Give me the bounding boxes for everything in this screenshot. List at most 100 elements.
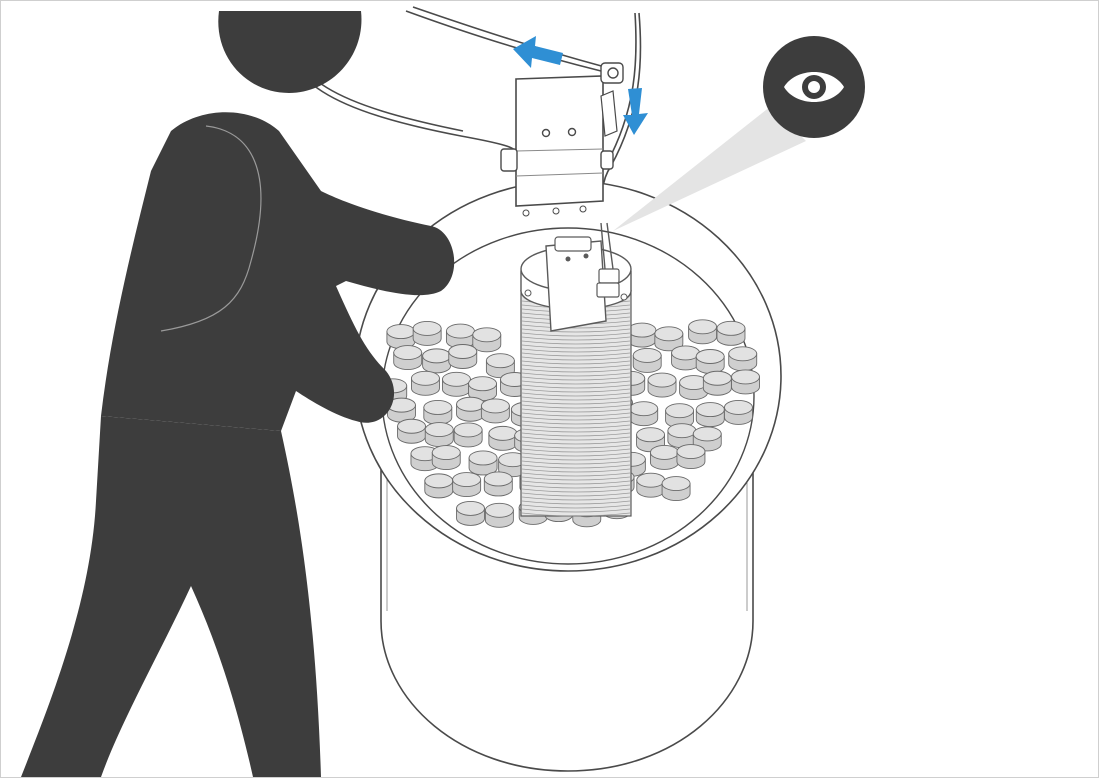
salt-tablet	[695, 349, 725, 374]
well-rib	[521, 452, 631, 457]
well-rib	[521, 404, 631, 409]
well-rib	[521, 444, 631, 449]
well-rib	[521, 392, 631, 397]
salt-tablet	[671, 345, 701, 371]
salt-tablet	[452, 472, 482, 497]
well-rib	[521, 512, 631, 517]
well-rib	[521, 364, 631, 369]
salt-tablet	[448, 344, 478, 369]
well-rib	[521, 400, 631, 405]
well-rib	[521, 432, 631, 437]
well-rib	[521, 492, 631, 497]
salt-tablet	[424, 473, 454, 499]
salt-tablet	[647, 372, 677, 398]
control-valve	[500, 62, 624, 217]
salt-tablet	[386, 324, 416, 350]
well-rib	[521, 380, 631, 385]
well-rib	[521, 508, 631, 513]
well-rib	[521, 504, 631, 509]
well-rib	[521, 408, 631, 413]
well-rib	[521, 488, 631, 493]
salt-tablet	[665, 403, 695, 429]
salt-tablet	[731, 369, 760, 395]
salt-tablet	[422, 348, 452, 374]
salt-tablet	[679, 375, 709, 400]
well-rib	[521, 500, 631, 505]
person-arm-outline	[160, 125, 262, 332]
brine-well	[520, 222, 632, 517]
well-rib	[521, 480, 631, 485]
well-rib	[521, 456, 631, 461]
well-rib	[521, 352, 631, 357]
salt-tablet	[456, 500, 485, 526]
salt-tablet	[483, 471, 513, 497]
person-torso	[101, 112, 455, 431]
salt-tablet	[661, 476, 691, 501]
well-rib	[521, 468, 631, 473]
salt-tablet	[445, 323, 475, 349]
well-rib	[521, 344, 631, 349]
salt-tablet	[692, 426, 722, 452]
flow-arrow-left	[513, 36, 563, 68]
salt-tablet	[629, 401, 659, 427]
salt-tablet	[688, 319, 718, 345]
well-rib	[521, 460, 631, 465]
salt-tablet	[393, 345, 423, 370]
salt-tablet	[411, 370, 440, 396]
salt-tablet	[627, 322, 657, 348]
salt-tablet	[442, 371, 471, 397]
person-head	[218, 11, 362, 93]
well-rib	[521, 396, 631, 401]
well-rib	[521, 436, 631, 441]
well-rib	[521, 448, 631, 453]
salt-tablet	[695, 402, 725, 428]
flow-arrow-down	[623, 88, 648, 135]
salt-tablet	[632, 347, 662, 373]
salt-tablet	[636, 472, 666, 498]
person-legs	[21, 416, 321, 777]
well-rib	[521, 428, 631, 433]
callout-beam	[613, 106, 806, 231]
salt-tablet	[468, 450, 498, 476]
well-rib	[521, 476, 631, 481]
salt-tablet	[716, 320, 746, 346]
flow-arrows	[513, 36, 648, 135]
person-figure	[21, 11, 455, 777]
well-rib	[521, 384, 631, 389]
well-rib	[521, 496, 631, 501]
well-rib	[521, 328, 631, 333]
salt-tablet	[431, 445, 461, 470]
well-rib	[521, 412, 631, 417]
salt-tablet	[484, 502, 514, 528]
well-rib	[521, 420, 631, 425]
eye-icon	[784, 72, 844, 102]
salt-tablet	[412, 320, 442, 346]
salt-tablet	[488, 425, 518, 451]
well-rib	[521, 368, 631, 373]
salt-tablet	[456, 396, 486, 422]
salt-tablet	[423, 400, 453, 425]
well-rib	[521, 356, 631, 361]
well-rib	[521, 336, 631, 341]
salt-tablet	[676, 444, 706, 469]
salt-tablet	[387, 397, 416, 423]
well-rib	[521, 332, 631, 337]
salt-tablet	[654, 326, 684, 352]
well-rib	[521, 340, 631, 345]
salt-tablet	[724, 399, 753, 425]
salt-tablet	[424, 422, 454, 447]
salt-tablet	[472, 327, 502, 353]
well-rib	[521, 360, 631, 365]
well-rib	[521, 424, 631, 429]
salt-tablet	[453, 422, 483, 448]
well-rib	[521, 464, 631, 469]
salt-tablet	[468, 376, 497, 402]
salt-tablet	[728, 346, 758, 372]
well-rib	[521, 416, 631, 421]
well-rib	[521, 472, 631, 477]
well-rib	[521, 348, 631, 353]
well-rib	[521, 372, 631, 377]
well-rib	[521, 440, 631, 445]
salt-tablet	[397, 418, 426, 444]
